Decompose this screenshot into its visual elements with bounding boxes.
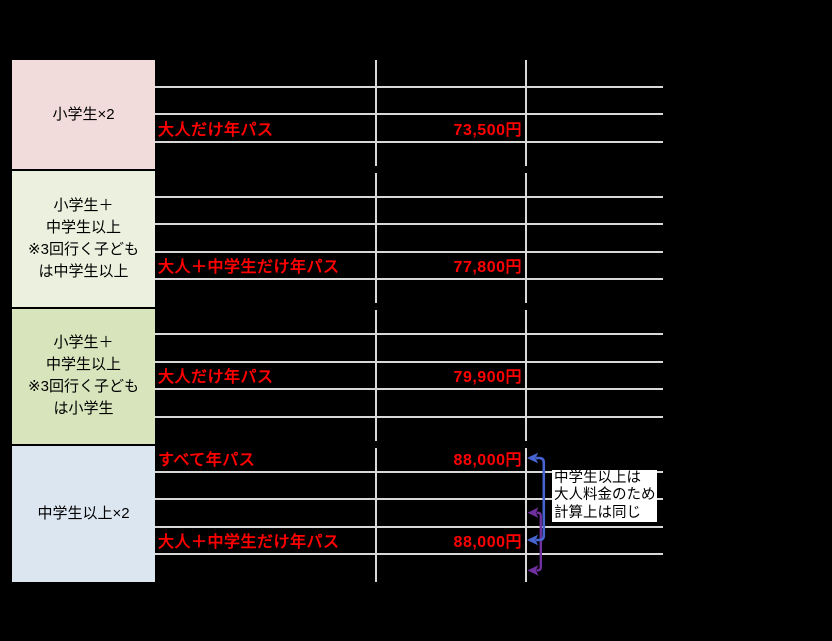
gridline [375,60,377,582]
gridline [520,303,532,310]
age-group-label-line: 小学生＋ [53,196,114,214]
age-group-label-line: 小学生＋ [53,334,114,352]
age-group-cell-elem-plus-jhs-child-elem: 小学生＋ 中学生以上 ※3回行く子ども は小学生 [12,306,155,444]
price-cell: 79,900円 [453,369,522,386]
gridline [155,553,663,555]
age-group-cell-elem-plus-jhs: 小学生＋ 中学生以上 ※3回行く子ども は中学生以上 [12,169,155,307]
gridline [520,165,532,173]
plan-name-cell: 大人＋中学生だけ年パス [158,534,340,551]
age-group-label-line: は小学生 [53,400,114,418]
gridline [155,113,663,115]
bracket-purple-shaft [536,511,542,572]
gridline [155,223,663,225]
price-cell: 73,500円 [453,121,522,139]
plan-name-cell: 大人だけ年パス [158,369,274,386]
left-arrowhead-icon [527,534,539,546]
gridline [155,415,663,418]
age-group-label: 小学生×2 [52,105,115,123]
price-cell: 88,000円 [453,534,522,551]
gridline [155,388,663,390]
price-cell: 77,800円 [453,259,522,276]
gridline [525,60,527,582]
age-group-label-line: ※3回行く子ども [28,378,139,396]
gridline [155,333,663,335]
annotation-line: 大人料金のため [554,487,656,504]
bracket-arrow-purple [527,507,542,576]
price-cell: 88,000円 [453,452,522,469]
gridline [155,278,663,280]
gridline [155,498,663,500]
plan-name-cell: すべて年パス [158,452,256,469]
gridline [155,525,663,528]
left-arrowhead-icon [527,565,539,576]
age-group-cell-jhs-x2: 中学生以上×2 [12,444,155,582]
gridline [155,195,663,198]
gridline [370,303,382,310]
left-arrowhead-icon [527,452,539,464]
age-group-label-line: は中学生以上 [38,262,129,280]
left-arrowhead-icon [527,507,539,518]
gridline [155,140,663,143]
gridline [155,250,663,253]
gridline [155,360,663,363]
annotation-note: 中学生以上は 大人料金のため 計算上は同じ [552,470,657,522]
age-group-label-line: 中学生以上 [45,356,121,374]
gridline [155,85,663,88]
gridline [520,440,532,448]
age-group-label: 中学生以上×2 [37,504,130,522]
age-group-cell-elementary-x2: 小学生×2 [12,60,155,169]
gridline [370,440,382,448]
plan-name-cell: 大人だけ年パス [158,121,274,139]
gridline [370,165,382,173]
annotation-line: 中学生以上は [554,470,641,486]
plan-name-cell: 大人＋中学生だけ年パス [158,259,340,276]
age-group-label-line: ※3回行く子ども [28,240,139,258]
gridline [155,470,663,473]
age-group-label-line: 中学生以上 [45,218,121,236]
annotation-line: 計算上は同じ [554,504,641,521]
